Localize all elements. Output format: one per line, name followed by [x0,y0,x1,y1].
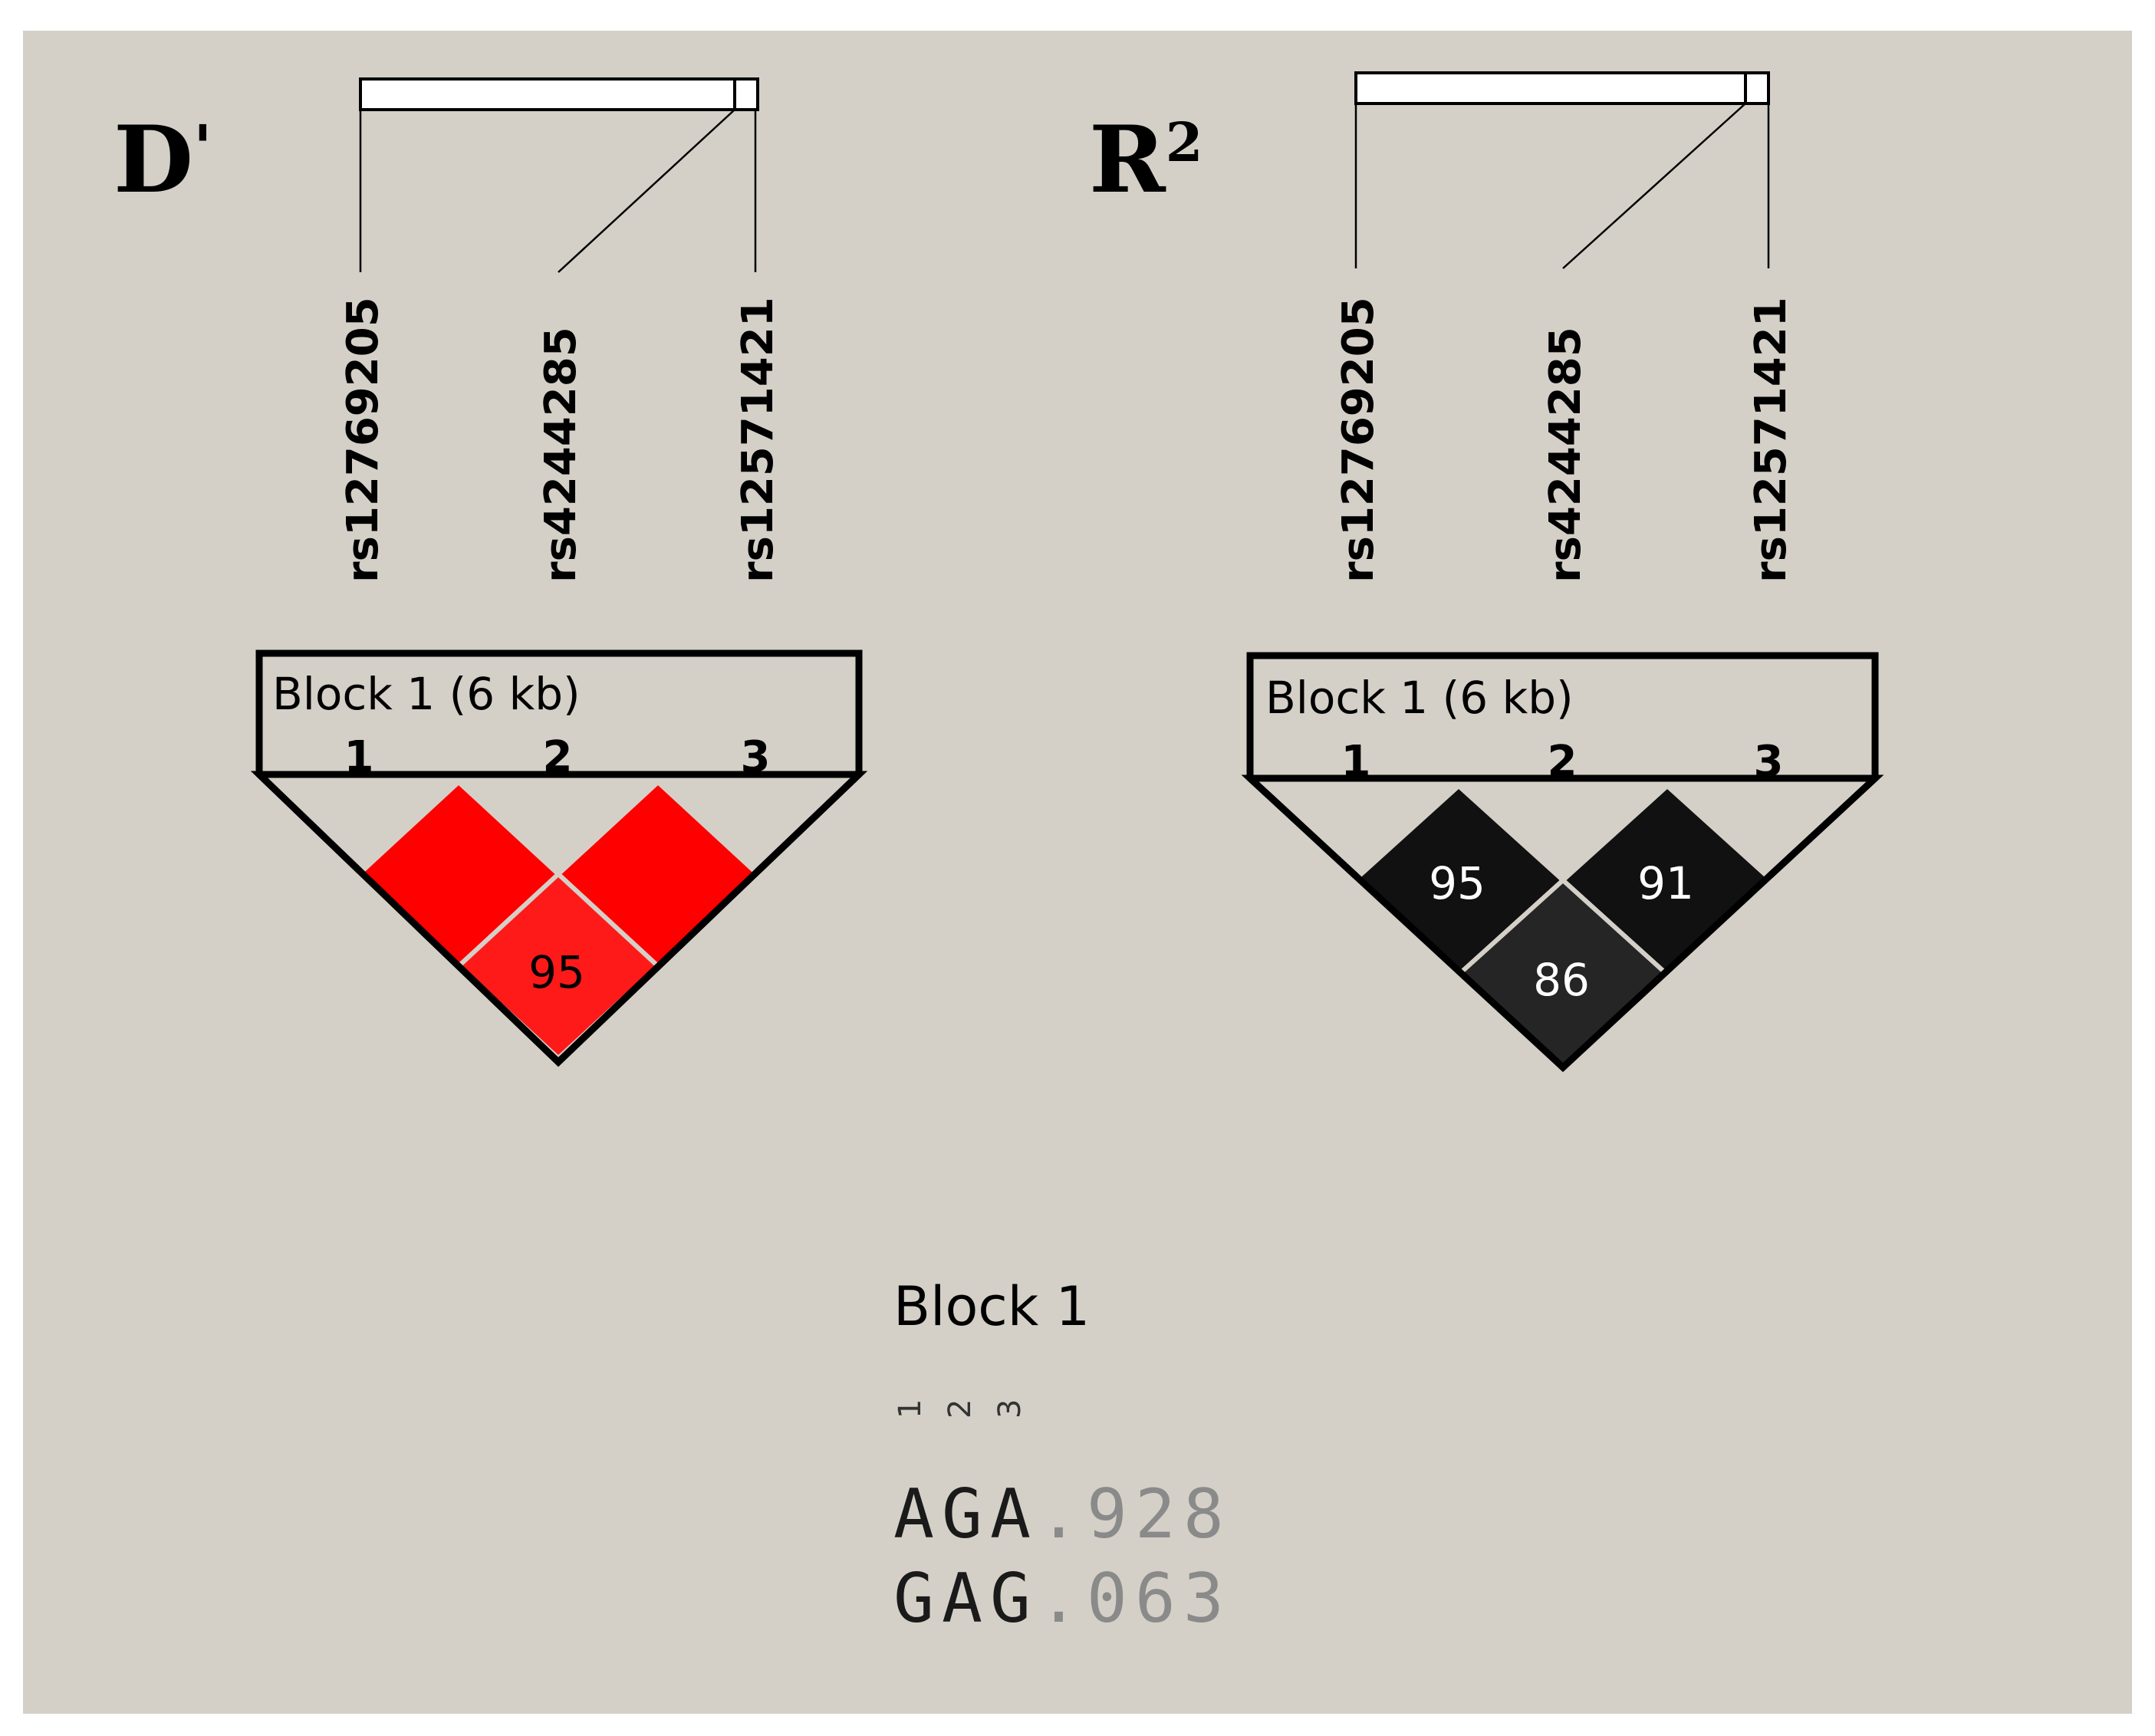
haplotype-block: Block 1 1 2 3 AGA.928 GAG.063 [893,1275,1232,1638]
dprime-block-label: Block 1 (6 kb) [272,668,581,720]
r2-panel: R2 rs12769205 rs4244285 rs12571421 Block… [1089,71,1884,1073]
dprime-snp-label-1: rs12769205 [338,297,388,583]
haplotype-marker-number-1: 1 [893,1399,928,1419]
r2-cell-value-2-3: 91 [1637,857,1694,909]
r2-cell-value-1-2: 95 [1429,857,1485,909]
haplotype-block-title: Block 1 [893,1275,1090,1338]
r2-region-bar [1354,71,1770,105]
haplotype-row-2: GAG.063 [893,1559,1232,1638]
haplotype-row-1: AGA.928 [893,1475,1232,1554]
r2-snp-label-2: rs4244285 [1541,327,1591,583]
dprime-snp2-connector [558,109,735,273]
haplotype-freq-2: .063 [1038,1559,1232,1638]
dprime-panel: D' rs12769205 rs4244285 rs12571421 Block… [114,77,868,1067]
dprime-block-outline-bottom [250,771,868,1067]
r2-block-label: Block 1 (6 kb) [1265,672,1574,724]
r2-cell-value-1-3: 86 [1533,954,1590,1006]
dprime-panel-title: D' [114,106,212,214]
haplotype-alleles-1: AGA [893,1475,1038,1554]
r2-title-main: R [1089,106,1166,214]
r2-snp-label-3: rs12571421 [1746,297,1796,583]
dprime-snp-label-2: rs4244285 [536,327,586,583]
dprime-snp-label-3: rs12571421 [733,297,783,583]
dprime-title-main: D [114,106,193,214]
dprime-title-sup: ' [193,111,212,183]
haplotype-marker-number-2: 2 [943,1399,978,1419]
figure-background [23,31,2132,1714]
haplotype-alleles-2: GAG [893,1559,1038,1638]
haplotype-freq-1: .928 [1038,1475,1232,1554]
dprime-region-bar [359,77,759,111]
r2-panel-title: R2 [1089,106,1203,214]
haplotype-marker-number-3: 3 [992,1399,1028,1419]
dprime-cell-value-1-3: 95 [528,946,585,998]
r2-snp-label-1: rs12769205 [1334,297,1383,583]
r2-snp2-connector [1562,103,1746,269]
r2-title-sup: 2 [1166,110,1203,174]
r2-block-outline-bottom [1241,774,1884,1073]
